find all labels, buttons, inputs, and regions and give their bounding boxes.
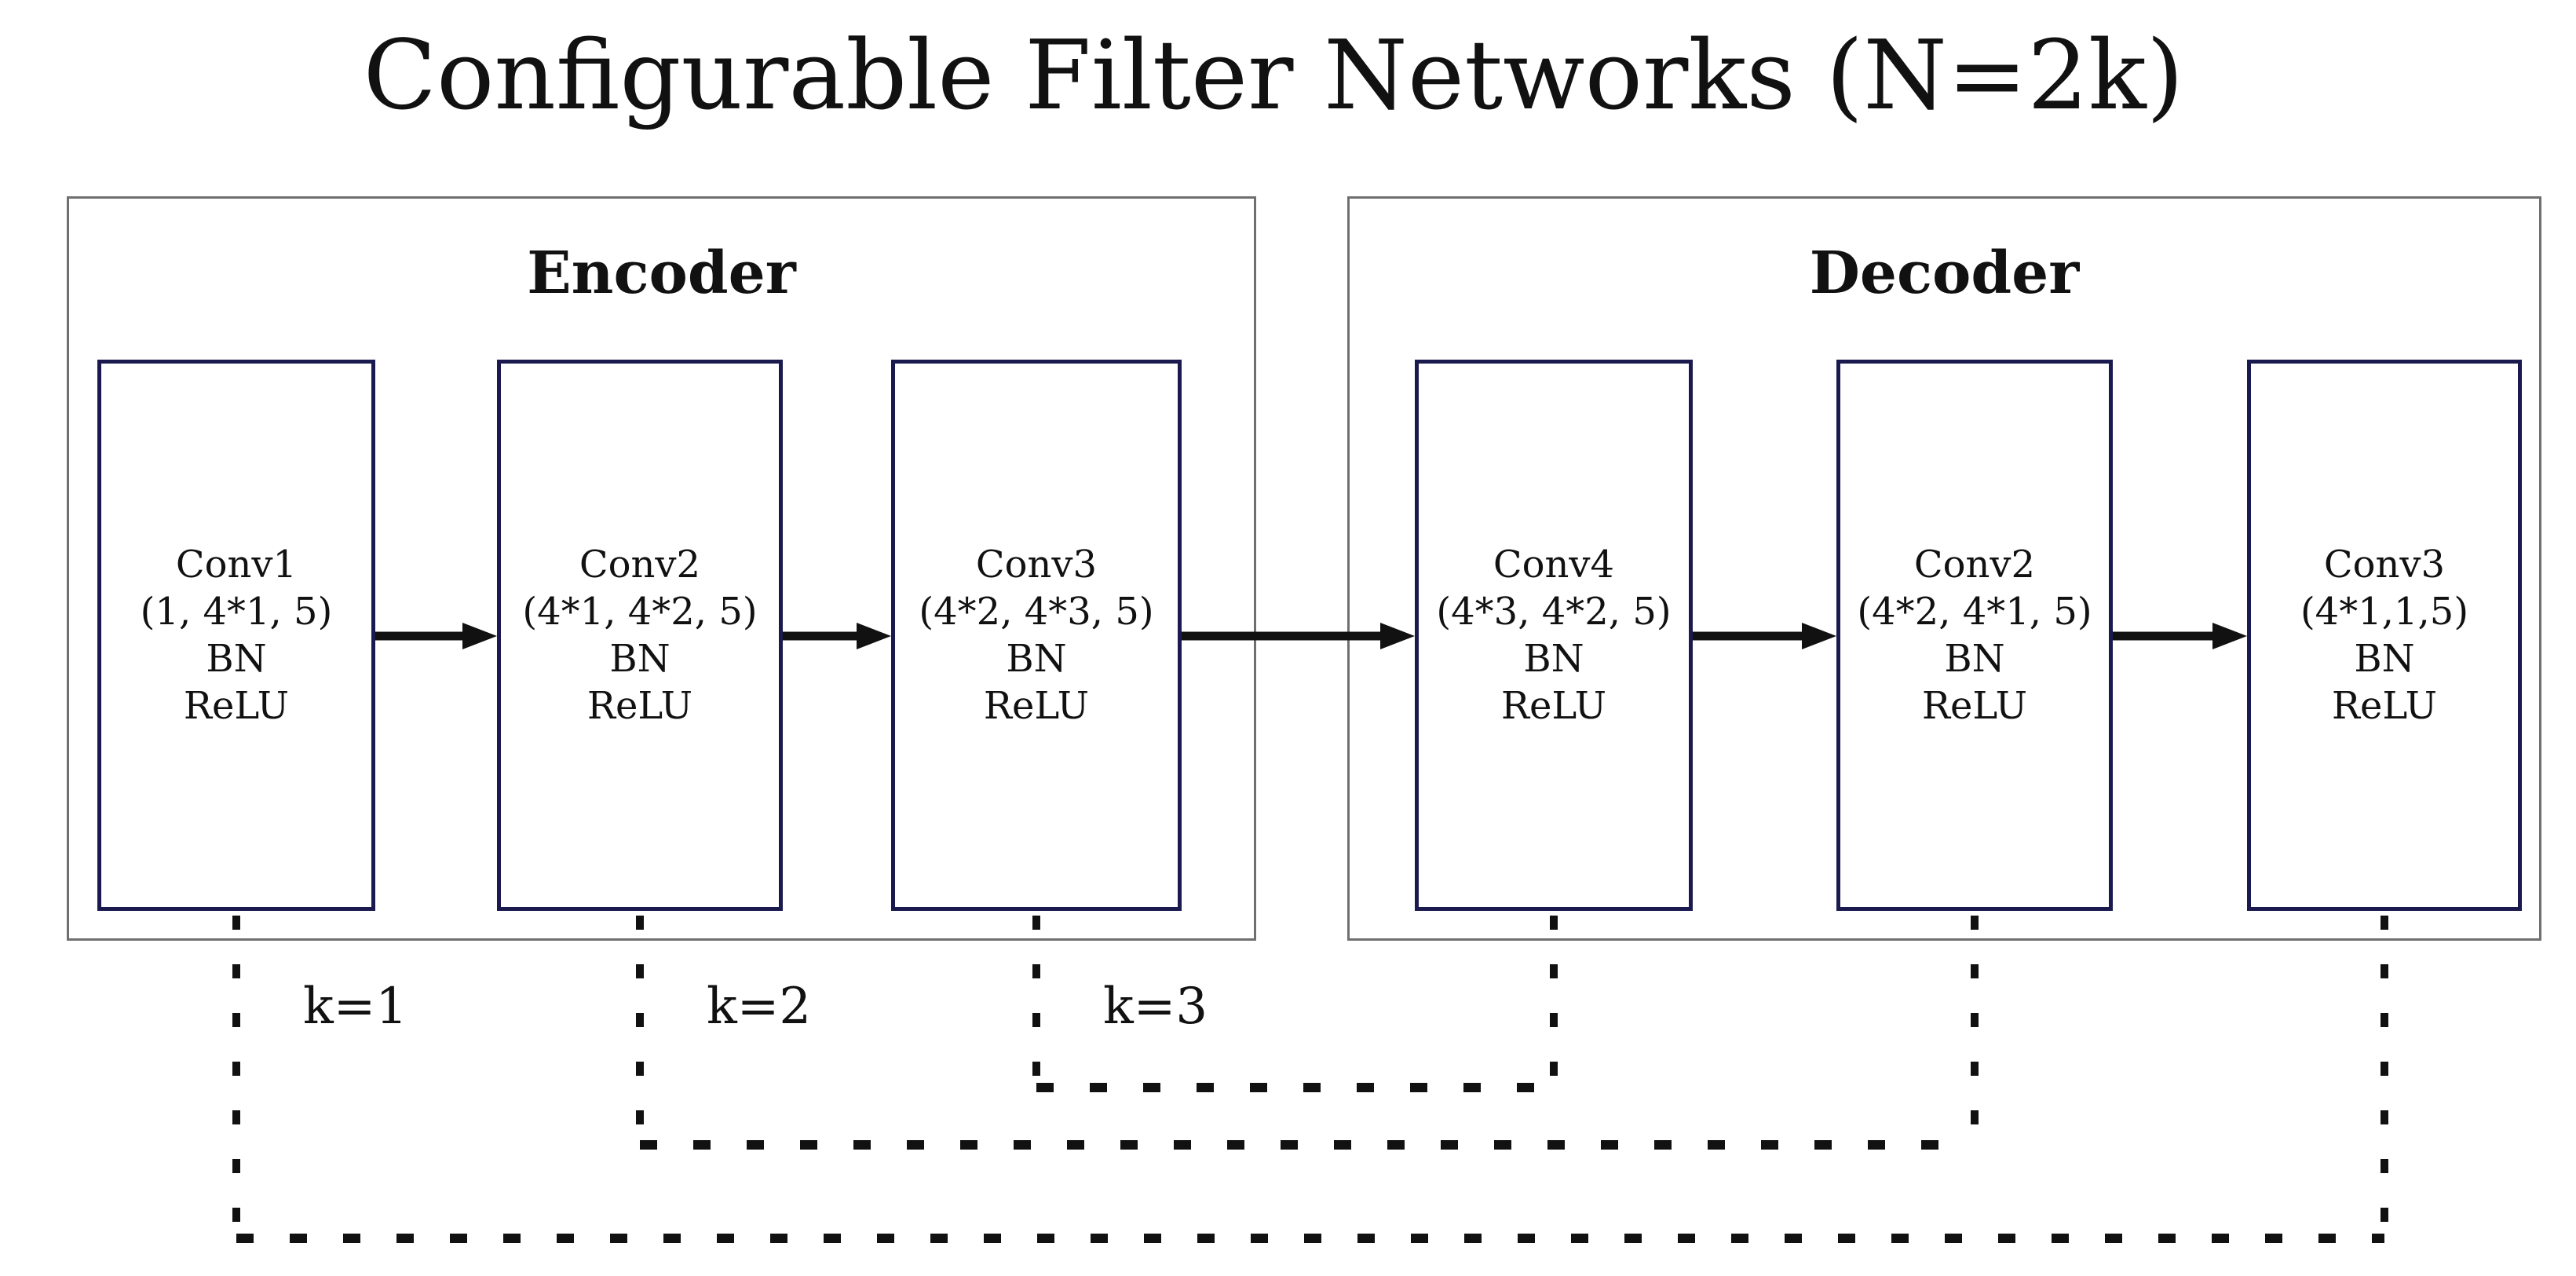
block-name: Conv2: [1913, 543, 2036, 587]
block-bn: BN: [206, 637, 267, 681]
block-name: Conv3: [975, 543, 1098, 587]
encoder-group-label: Encoder: [527, 239, 796, 307]
encoder-block-conv1: Conv1 (1, 4*1, 5) BN ReLU: [97, 360, 375, 911]
skip-label-k3: k=3: [1103, 978, 1208, 1036]
block-bn: BN: [1523, 637, 1584, 681]
decoder-block-conv2: Conv2 (4*2, 4*1, 5) BN ReLU: [1836, 360, 2113, 911]
skip-connections: [232, 916, 2388, 1243]
decoder-block-conv4: Conv4 (4*3, 4*2, 5) BN ReLU: [1415, 360, 1693, 911]
block-name: Conv4: [1493, 543, 1615, 587]
block-bn: BN: [1944, 637, 2005, 681]
block-name: Conv2: [579, 543, 701, 587]
diagram-title: Configurable Filter Networks (N=2k): [363, 20, 2184, 131]
block-relu: ReLU: [2331, 684, 2438, 728]
block-params: (4*2, 4*3, 5): [919, 590, 1154, 634]
block-bn: BN: [1006, 637, 1067, 681]
block-params: (1, 4*1, 5): [140, 590, 333, 634]
encoder-block-conv3: Conv3 (4*2, 4*3, 5) BN ReLU: [891, 360, 1182, 911]
block-relu: ReLU: [183, 684, 290, 728]
block-name: Conv3: [2323, 543, 2446, 587]
block-relu: ReLU: [586, 684, 693, 728]
decoder-block-conv3: Conv3 (4*1,1,5) BN ReLU: [2247, 360, 2522, 911]
block-params: (4*1,1,5): [2300, 590, 2469, 634]
block-relu: ReLU: [983, 684, 1090, 728]
block-params: (4*3, 4*2, 5): [1436, 590, 1672, 634]
block-params: (4*2, 4*1, 5): [1857, 590, 2092, 634]
block-relu: ReLU: [1921, 684, 2028, 728]
block-params: (4*1, 4*2, 5): [522, 590, 758, 634]
skip-label-k1: k=1: [303, 978, 408, 1036]
block-relu: ReLU: [1500, 684, 1607, 728]
encoder-block-conv2: Conv2 (4*1, 4*2, 5) BN ReLU: [497, 360, 783, 911]
block-name: Conv1: [175, 543, 298, 587]
decoder-group-label: Decoder: [1809, 239, 2080, 307]
block-bn: BN: [2354, 637, 2415, 681]
skip-label-k2: k=2: [707, 978, 812, 1036]
block-bn: BN: [609, 637, 670, 681]
